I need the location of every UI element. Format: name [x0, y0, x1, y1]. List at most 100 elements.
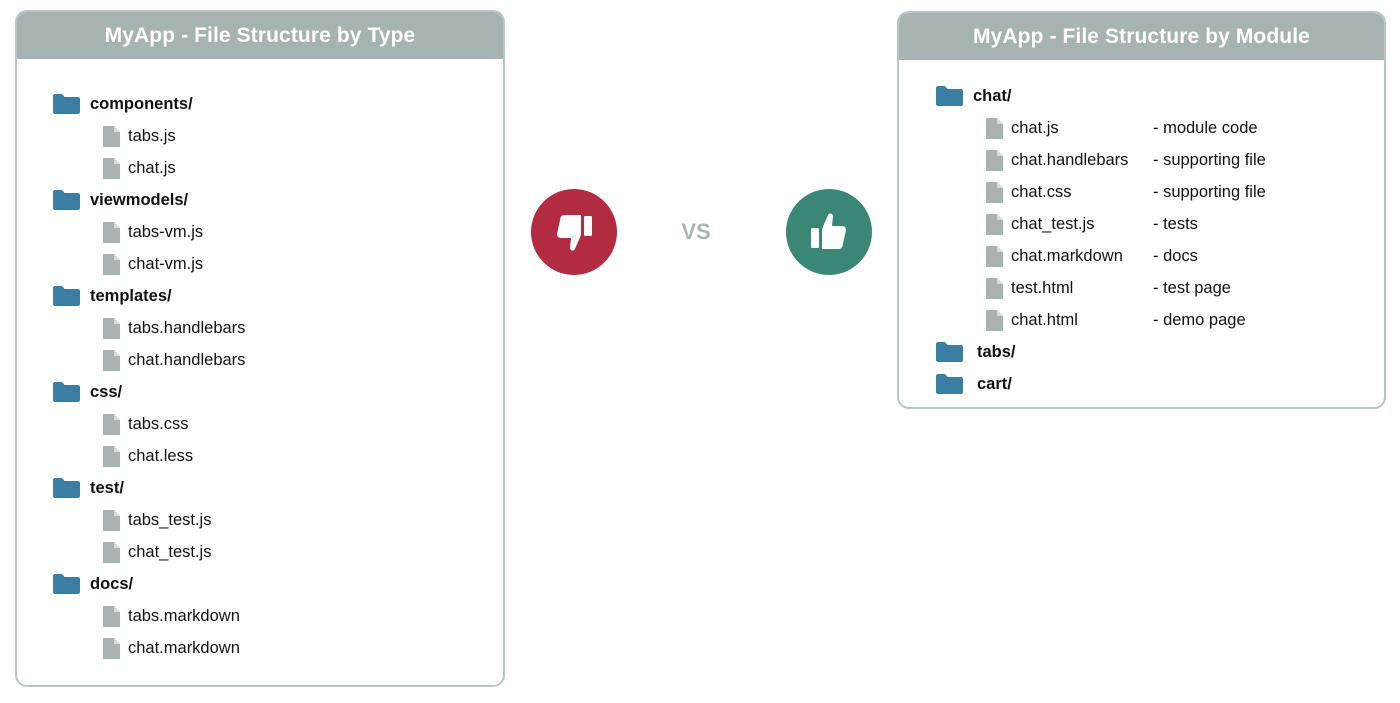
file-label: chat.less — [128, 446, 194, 465]
file-label: tabs.markdown — [128, 606, 240, 625]
file-label: chat.handlebars — [1011, 150, 1129, 169]
good-badge — [786, 189, 872, 275]
file-label: tabs-vm.js — [128, 222, 204, 241]
file-item: chat.js — [103, 153, 176, 183]
file-icon — [986, 277, 1003, 299]
folder-label: components/ — [90, 94, 193, 113]
file-icon — [103, 221, 120, 243]
file-icon — [103, 349, 120, 371]
file-item: test.html — [986, 273, 1073, 303]
file-icon — [986, 149, 1003, 171]
file-structure-by-type-panel: MyApp - File Structure by Type component… — [15, 10, 505, 687]
file-item: tabs.css — [103, 409, 189, 439]
vs-label: VS — [681, 219, 711, 244]
thumbs-down-icon — [557, 215, 592, 251]
file-item: chat_test.js — [986, 209, 1094, 239]
folder-icon — [53, 190, 80, 210]
file-item: tabs.js — [103, 121, 176, 151]
panel-title: MyApp - File Structure by Module — [899, 13, 1384, 60]
file-label: test.html — [1011, 278, 1074, 297]
folder-label: cart/ — [977, 374, 1012, 393]
file-icon — [103, 317, 120, 339]
file-label: tabs.js — [128, 126, 176, 145]
file-item: tabs_test.js — [103, 505, 211, 535]
folder-icon — [53, 94, 80, 114]
file-item: tabs.markdown — [103, 601, 240, 631]
folder-label: tabs/ — [977, 342, 1016, 361]
folder-label: docs/ — [90, 574, 134, 593]
file-structure-by-module-panel: MyApp - File Structure by Module chat/ c… — [897, 11, 1386, 409]
folder-icon — [53, 574, 80, 594]
file-description: - demo page — [1153, 310, 1246, 329]
bad-badge — [531, 189, 617, 275]
file-icon — [103, 413, 120, 435]
file-item: chat.css — [986, 177, 1072, 207]
file-icon — [103, 253, 120, 275]
file-description: - supporting file — [1153, 182, 1266, 201]
folder-tabs: tabs/ — [936, 337, 1016, 367]
file-icon — [103, 541, 120, 563]
file-label: chat.markdown — [128, 638, 240, 657]
folder-label: viewmodels/ — [90, 190, 189, 209]
file-description: - test page — [1153, 278, 1231, 297]
file-label: chat.css — [1011, 182, 1072, 201]
file-label: chat.markdown — [1011, 246, 1123, 265]
file-item: chat.markdown — [103, 633, 240, 663]
folder-label: test/ — [90, 478, 124, 497]
file-icon — [103, 605, 120, 627]
file-item: chat-vm.js — [103, 249, 203, 279]
file-description: - docs — [1153, 246, 1198, 265]
file-icon — [986, 181, 1003, 203]
folder-templates: templates/ — [53, 281, 172, 311]
file-icon — [103, 125, 120, 147]
file-label: chat_test.js — [128, 542, 212, 561]
panel-title: MyApp - File Structure by Type — [17, 12, 503, 59]
file-icon — [103, 157, 120, 179]
folder-css: css/ — [53, 377, 122, 407]
folder-icon — [53, 478, 80, 498]
file-item: chat.js — [986, 113, 1059, 143]
file-item: tabs-vm.js — [103, 217, 203, 247]
file-label: chat.handlebars — [128, 350, 246, 369]
folder-label: templates/ — [90, 286, 172, 305]
file-icon — [986, 213, 1003, 235]
file-label: chat.js — [128, 158, 176, 177]
thumbs-up-icon — [811, 213, 846, 249]
file-item: chat.markdown — [986, 241, 1123, 271]
file-label: tabs.css — [128, 414, 189, 433]
file-label: tabs_test.js — [128, 510, 212, 529]
folder-chat: chat/ — [936, 81, 1012, 111]
folder-label: css/ — [90, 382, 123, 401]
file-icon — [986, 245, 1003, 267]
folder-viewmodels: viewmodels/ — [53, 185, 188, 215]
file-item: chat.less — [103, 441, 193, 471]
file-icon — [986, 117, 1003, 139]
file-description: - tests — [1153, 214, 1198, 233]
folder-icon — [53, 382, 80, 402]
folder-components: components/ — [53, 89, 193, 119]
folder-test: test/ — [53, 473, 124, 503]
file-icon — [103, 637, 120, 659]
file-item: tabs.handlebars — [103, 313, 245, 343]
folder-icon — [936, 86, 963, 106]
folder-docs: docs/ — [53, 569, 133, 599]
file-icon — [986, 309, 1003, 331]
folder-icon — [53, 286, 80, 306]
file-label: chat.js — [1011, 118, 1059, 137]
file-item: chat.handlebars — [986, 145, 1128, 175]
file-description: - supporting file — [1153, 150, 1266, 169]
file-item: chat.handlebars — [103, 345, 245, 375]
file-item: chat_test.js — [103, 537, 211, 567]
file-description: - module code — [1153, 118, 1258, 137]
folder-icon — [936, 342, 963, 362]
file-label: chat-vm.js — [128, 254, 204, 273]
file-label: chat.html — [1011, 310, 1078, 329]
file-label: tabs.handlebars — [128, 318, 246, 337]
folder-cart: cart/ — [936, 369, 1012, 399]
folder-icon — [936, 374, 963, 394]
file-item: chat.html — [986, 305, 1078, 335]
file-icon — [103, 445, 120, 467]
file-label: chat_test.js — [1011, 214, 1095, 233]
file-icon — [103, 509, 120, 531]
folder-label: chat/ — [973, 86, 1012, 105]
